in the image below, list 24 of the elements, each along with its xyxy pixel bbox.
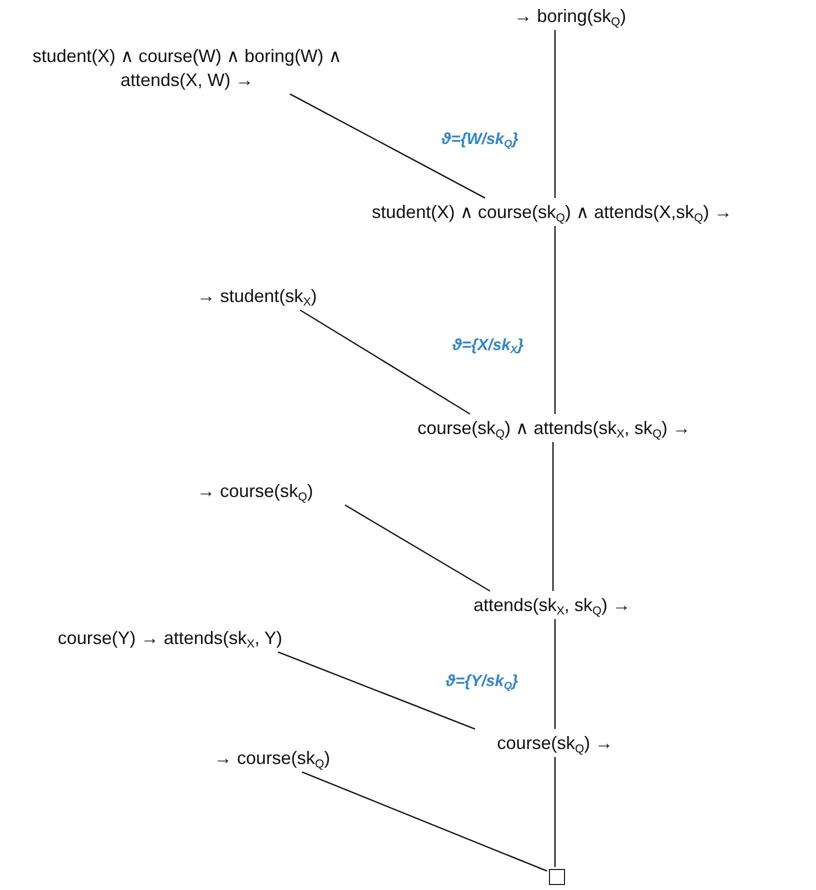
resolution-line bbox=[300, 309, 470, 415]
resolution-line bbox=[344, 504, 490, 592]
clause-text: attends(sk$_{X}$, sk$_{Q}$) → bbox=[474, 593, 630, 617]
resolution-line bbox=[554, 757, 556, 867]
clause-text: → course(sk$_{Q}$) bbox=[214, 746, 330, 770]
resolution-line bbox=[554, 30, 556, 198]
clause-text: course(sk$_{Q}$) → bbox=[496, 731, 614, 755]
substitution-label: ϑ={Y/sk$_{Q}$} bbox=[446, 673, 518, 691]
empty-clause-box bbox=[549, 869, 565, 885]
resolution-line bbox=[278, 651, 476, 730]
clause-text: → student(sk$_{X}$) bbox=[197, 284, 317, 308]
clause-text: → course(sk$_{Q}$) bbox=[196, 479, 314, 503]
clause-text: → boring(sk$_{Q}$) bbox=[514, 4, 626, 28]
substitution-label: ϑ={X/sk$_{X}$} bbox=[452, 337, 524, 355]
resolution-line bbox=[552, 442, 554, 591]
resolution-line bbox=[302, 771, 548, 872]
resolution-line bbox=[554, 619, 556, 729]
clause-text: student(X) ∧ course(W) ∧ boring(W) ∧ attends(X, W) → bbox=[27, 44, 347, 92]
clause-text: student(X) ∧ course(sk$_{Q}$) ∧ attends(X,sk$_{Q}$) → bbox=[372, 200, 732, 224]
clause-text: course(Y) → attends(sk$_{X}$, Y) bbox=[58, 626, 282, 650]
substitution-label: ϑ={W/sk$_{Q}$} bbox=[442, 131, 518, 149]
clause-text: course(sk$_{Q}$) ∧ attends(sk$_{X}$, sk$_{Q}$) → bbox=[417, 416, 691, 440]
resolution-line bbox=[554, 226, 556, 414]
resolution-line bbox=[290, 93, 486, 199]
